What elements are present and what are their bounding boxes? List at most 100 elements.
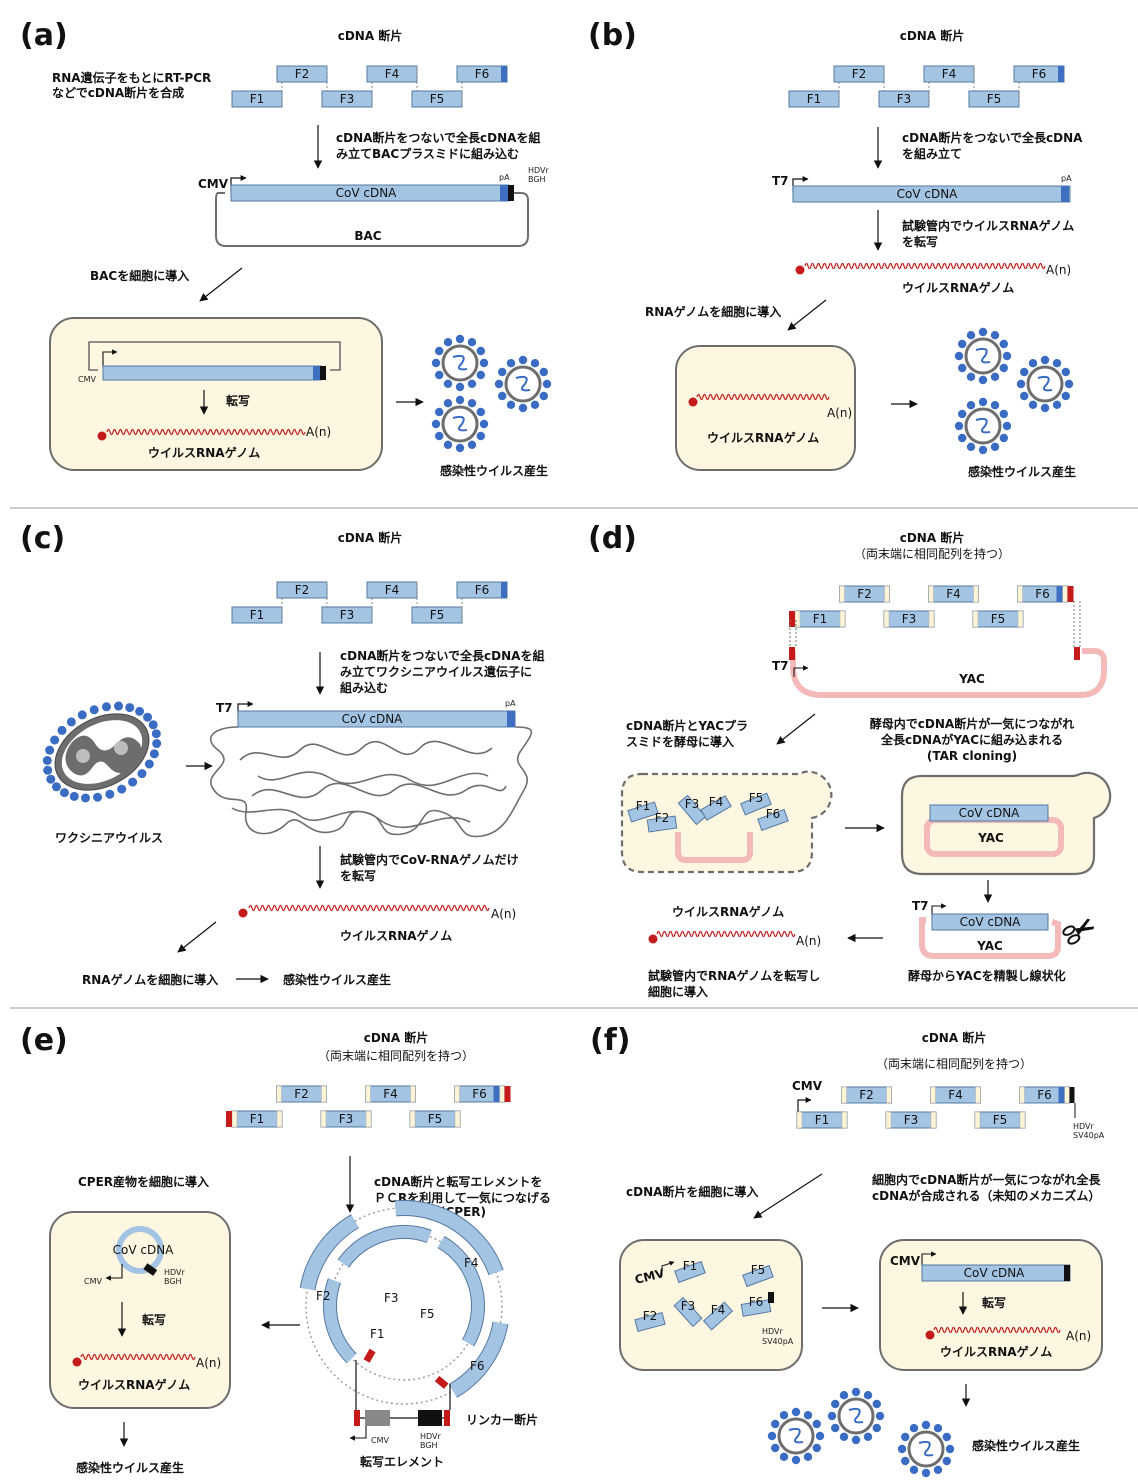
- construct-label: CoV cDNA: [336, 186, 398, 200]
- fragment-f3: F3: [320, 1110, 372, 1128]
- step1-line2: を組み立て: [902, 146, 962, 161]
- fragment-f3: F3: [321, 90, 373, 108]
- fragment-label: F1: [683, 1259, 698, 1273]
- yeast-construct-label: CoV cDNA: [959, 806, 1021, 820]
- fragment-f6: F6: [456, 581, 508, 599]
- panel-title: cDNA 断片: [900, 530, 965, 545]
- fragment-label: F3: [902, 612, 917, 626]
- fragment-f1: F1: [231, 90, 283, 108]
- fragment-f4: F4: [923, 65, 975, 83]
- polyA-label: A(n): [796, 934, 821, 948]
- step2-line2: を転写: [340, 868, 376, 883]
- step2-line1: 試験管内でCoV-RNAゲノムだけ: [340, 852, 519, 867]
- construct-label: CoV cDNA: [897, 187, 959, 201]
- fragment-f5: [740, 792, 772, 816]
- promoter-label: T7: [772, 174, 789, 188]
- transcribe-label: 転写: [142, 1312, 166, 1327]
- fragment-label: F5: [993, 1113, 1008, 1127]
- fragment-label: F1: [250, 92, 265, 106]
- panel-f: (f) cDNA 断片 （両末端に相同配列を持つ） CMV F1F2F3F4F5…: [590, 1023, 1105, 1478]
- fragment-f6: F6: [1013, 65, 1065, 83]
- fragment-f2: F2: [839, 585, 890, 603]
- fragment-f5: F5: [974, 1111, 1026, 1129]
- vaccinia-virus-icon: [42, 701, 162, 803]
- cell-rna-label: ウイルスRNAゲノム: [707, 430, 819, 445]
- fragment-f1: F1: [231, 606, 283, 624]
- element-hdv-label: HDVr: [420, 1432, 442, 1441]
- fragment-label: F5: [430, 92, 445, 106]
- fragment-label: F6: [472, 1087, 487, 1101]
- fragment-label: F1: [250, 1112, 265, 1126]
- virion: [1016, 355, 1074, 413]
- yac-vector: [790, 648, 1107, 698]
- fragment-label: F2: [295, 583, 310, 597]
- cell-polyA-label: A(n): [827, 406, 852, 420]
- cper-circle: [299, 1200, 509, 1405]
- lin-promoter-label: T7: [912, 899, 929, 913]
- fragment-f1: F1: [788, 90, 840, 108]
- pA-label: pA: [1061, 174, 1072, 183]
- step3-label: 酵母からYACを精製し線状化: [908, 968, 1066, 983]
- result-label: 感染性ウイルス産生: [972, 1438, 1080, 1453]
- fragment-label: F1: [636, 799, 651, 813]
- rna-label: ウイルスRNAゲノム: [940, 1344, 1052, 1359]
- panel-subtitle: （両末端に相同配列を持つ）: [854, 546, 1010, 561]
- sv40-label: SV40pA: [1073, 1131, 1105, 1140]
- scissors-icon: [1062, 918, 1095, 945]
- fragment-f5: F5: [411, 606, 463, 624]
- step2-line1: 細胞内でcDNA断片が一気につながれ全長: [872, 1172, 1101, 1187]
- step1-line1: cDNA断片とYACプラ: [626, 718, 748, 733]
- cell2-promoter-label: CMV: [890, 1254, 921, 1268]
- polyA-label: A(n): [1046, 263, 1071, 277]
- fragment-label: F3: [904, 1113, 919, 1127]
- fragment-f2: F2: [841, 1086, 892, 1104]
- polyA-label: A(n): [196, 1356, 221, 1370]
- fragment-f4: F4: [366, 581, 418, 599]
- step1-line1: cDNA断片をつないで全長cDNAを組: [336, 130, 540, 145]
- panel-label: (a): [20, 18, 68, 53]
- fragment-f1: [627, 801, 659, 823]
- cell: [49, 1211, 231, 1409]
- step2-line2: 全長cDNAがYACに組み込まれる: [880, 732, 1063, 747]
- panel-subtitle: （両末端に相同配列を持つ）: [318, 1048, 474, 1063]
- fragment-f4: F4: [365, 1085, 416, 1103]
- fragment-f2: F2: [276, 1085, 327, 1103]
- cell-promoter-label: CMV: [84, 1277, 102, 1286]
- fragment-label: F5: [987, 92, 1002, 106]
- rna-label: ウイルスRNAゲノム: [902, 280, 1014, 295]
- rna-wave: [248, 904, 490, 912]
- fragment-label: F2: [643, 1309, 658, 1323]
- vector-label: BAC: [354, 229, 381, 243]
- lin-construct-label: CoV cDNA: [960, 915, 1022, 929]
- panel-title: cDNA 断片: [338, 530, 403, 545]
- polyA-label: A(n): [1066, 1329, 1091, 1343]
- step2-line2: を転写: [902, 234, 938, 249]
- fragment-label: F2: [655, 811, 670, 825]
- result-label: 感染性ウイルス産生: [283, 972, 391, 987]
- fragment-f5: F5: [409, 1110, 461, 1128]
- fragment-f2: F2: [276, 65, 328, 83]
- panel-title: cDNA 断片: [338, 28, 403, 43]
- fragment-label: F4: [709, 795, 724, 809]
- fragment-f1: F1: [789, 610, 846, 628]
- panel-label: (f): [590, 1023, 630, 1058]
- rna-label: ウイルスRNAゲノム: [340, 928, 452, 943]
- fragment-f3: F3: [878, 90, 930, 108]
- fragment-f4: F4: [928, 585, 979, 603]
- step1-line1: cDNA断片をつないで全長cDNA: [902, 130, 1083, 145]
- virion: [954, 327, 1012, 385]
- fragment-note-line2: などでcDNA断片を合成: [52, 85, 184, 100]
- fragment-label: F1: [815, 1113, 830, 1127]
- pA-label: pA: [499, 173, 510, 182]
- fragment-label: F2: [857, 587, 872, 601]
- panel-label: (b): [588, 18, 637, 53]
- fragment-label: F2: [316, 1289, 331, 1303]
- fragment-label: F5: [991, 612, 1006, 626]
- fragment-f1: [674, 1260, 706, 1284]
